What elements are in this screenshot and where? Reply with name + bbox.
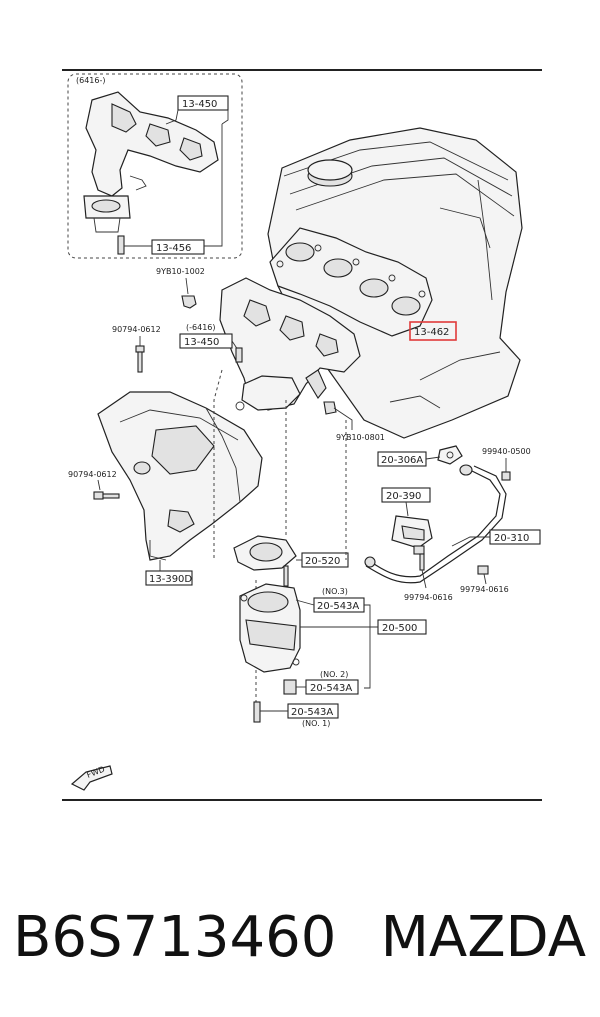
bolt-upper-label: 90794-0612 [112,325,161,334]
bracket-label: 20-390 [386,491,421,502]
stud-no3-label: 20-543A [317,601,359,612]
bracket-drawing [391,515,433,549]
bolt-pipe-icon [477,565,489,575]
inset-manifold-box [177,95,229,111]
inset-manifold-label: 13-450 [182,99,217,110]
stud-no2-icon [283,679,297,695]
bolt-pipe-label: 99794-0616 [460,585,509,594]
inset-group: (6416-) 13-450 13-456 [67,73,243,259]
inset-manifold-drawing [83,91,219,255]
main-manifold-label: 13-450 [184,337,219,348]
catalyst-label: 20-500 [382,623,417,634]
main-manifold-drawing [219,277,361,411]
pipe-label: 20-310 [494,533,529,544]
pipe-drawing [364,464,507,584]
cat-gasket-drawing [233,535,297,571]
pipe-bolt-right-icon [501,471,511,481]
stud-no2-label: 20-543A [310,683,352,694]
pipe-gasket-label: 20-306A [381,455,423,466]
gasket-label: 13-462 [414,327,449,338]
inset-variant-label: (6416-) [76,76,106,85]
bolt-bracket-label: 99794-0616 [404,593,453,602]
heat-insulator-drawing [97,391,263,561]
inset-stud-label: 13-456 [156,243,191,254]
catalytic-converter-drawing [239,565,301,673]
nut-top-icon [181,295,197,309]
no2-label: (NO. 2) [320,670,348,679]
bolt-bracket-icon [413,545,425,555]
cat-gasket-label: 20-520 [305,556,340,567]
bolt-upper-icon [135,345,145,353]
gasket-drawing [269,227,433,337]
brand-name: MAZDA [380,905,586,970]
gasket-highlight-box [409,321,457,341]
main-variant-label: (-6416) [186,323,216,332]
heat-insulator-label: 13-390D [149,574,192,585]
no3-label: (NO.3) [322,587,348,596]
part-number: B6S713460 [13,905,337,970]
no1-label: (NO. 1) [302,719,330,728]
nut-mid-icon [323,401,337,415]
stud-no1-icon [253,701,261,723]
pipe-bolt-right-label: 99940-0500 [482,447,531,456]
bolt-lower-label: 90794-0612 [68,470,117,479]
inset-dashed-box [67,73,243,259]
stud-no1-label: 20-543A [291,707,333,718]
pipe-gasket-drawing [437,445,463,465]
heat-insulator-box [145,570,193,586]
nut-top-label: 9YB10-1002 [156,267,205,276]
nut-mid-label: 9YB10-0801 [336,433,385,442]
caption-bar: B6S713460 MAZDA [0,898,600,978]
exhaust-manifold-diagram: (6416-) 13-450 13-456 [62,69,542,801]
inset-stud-box [151,239,205,255]
bolt-lower-icon [93,491,104,500]
forward-arrow-icon: FWD [70,765,113,791]
